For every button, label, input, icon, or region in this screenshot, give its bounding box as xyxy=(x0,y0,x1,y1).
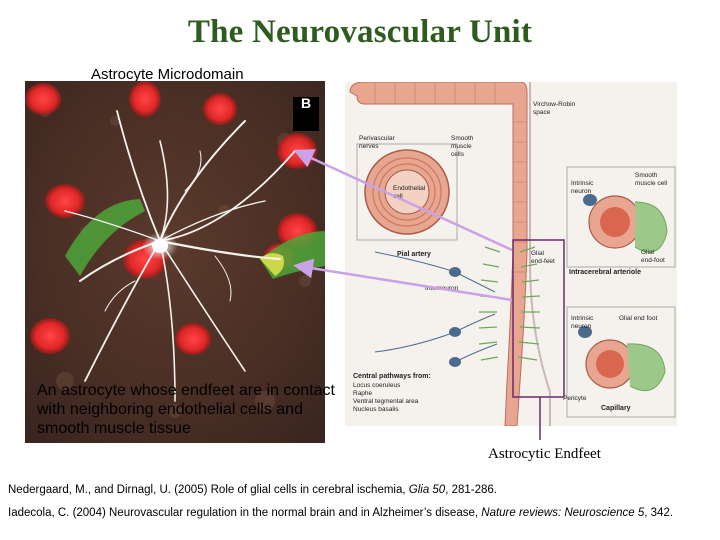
astrocyte-processes xyxy=(64,110,296,402)
endfeet-label: Astrocytic Endfeet xyxy=(488,446,601,462)
label-intrinsic-neuron-b: Intrinsic xyxy=(571,315,594,322)
label-pathway-3: Ventral tegmental area xyxy=(353,398,419,405)
label-pathway-4: Nucleus basalis xyxy=(353,406,399,413)
reference-1-pages: , 281-286. xyxy=(445,484,497,496)
label-intrinsic-neuron-b-2: neuron xyxy=(571,323,592,330)
label-smooth-muscle-3: cells xyxy=(451,151,465,158)
reference-1-journal: Glia 50 xyxy=(408,484,446,496)
label-intrinsic-neuron-2: neuron xyxy=(571,188,592,195)
reference-2: Iadecola, C. (2004) Neurovascular regula… xyxy=(8,507,673,519)
label-capillary: Capillary xyxy=(601,405,631,412)
label-virchow-robin-2: space xyxy=(533,109,551,116)
label-smooth-muscle-cell: Smooth xyxy=(635,172,658,179)
label-glial-endfeet: Glial xyxy=(531,250,545,257)
label-glial-endfeet-2: end-feet xyxy=(531,258,555,265)
label-interneuron: Interneuron xyxy=(425,285,459,292)
reference-2-journal: Nature reviews: Neuroscience 5 xyxy=(481,507,645,519)
label-pathway-1: Locus coeruleus xyxy=(353,382,401,389)
label-pial-artery: Pial artery xyxy=(397,251,431,258)
label-smooth-muscle: Smooth xyxy=(451,135,474,142)
label-endothelial: Endothelial xyxy=(393,185,426,192)
label-intracerebral-arteriole: Intracerebral arteriole xyxy=(569,269,641,276)
label-glial-endfoot: Glial xyxy=(641,249,655,256)
capillary-inset xyxy=(566,306,676,418)
label-intrinsic-neuron: Intrinsic xyxy=(571,180,594,187)
micrograph-caption: An astrocyte whose endfeet are in contac… xyxy=(37,382,335,437)
slide-title: The Neurovascular Unit xyxy=(187,14,533,50)
label-perivascular-2: nerves xyxy=(359,143,379,150)
panel-letter: B xyxy=(301,95,311,111)
label-glial-end-foot-b: Glial end foot xyxy=(619,315,657,322)
reference-2-authors: Iadecola, C. (2004) Neurovascular regula… xyxy=(8,507,482,519)
label-endothelial-2: cell xyxy=(393,193,403,200)
label-virchow-robin: Virchow-Robin xyxy=(533,101,576,108)
label-pericyte: Pericyte xyxy=(563,395,587,402)
reference-1: Nedergaard, M., and Dirnagl, U. (2005) R… xyxy=(8,484,497,496)
label-smooth-muscle-cell-2: muscle cell xyxy=(635,180,668,187)
reference-1-authors: Nedergaard, M., and Dirnagl, U. (2005) R… xyxy=(8,484,409,496)
micrograph-label: Astrocyte Microdomain xyxy=(91,66,244,83)
neurovascular-diagram: Virchow-Robin space Perivascular nerves … xyxy=(345,82,677,426)
label-smooth-muscle-2: muscle xyxy=(451,143,472,150)
label-glial-endfoot-2: end-foot xyxy=(641,257,665,264)
reference-2-pages: , 342. xyxy=(644,507,674,519)
intracerebral-arteriole-inset xyxy=(566,166,676,268)
label-perivascular: Perivascular xyxy=(359,135,396,142)
label-pathway-2: Raphe xyxy=(353,390,373,397)
label-central-pathways: Central pathways from: xyxy=(353,373,431,380)
